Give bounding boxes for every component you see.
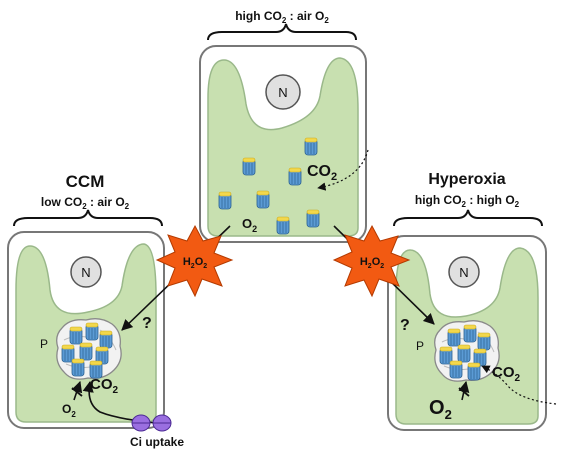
right-cell: Hyperoxia high CO2 : high O2 N P ? CO2 O… — [387, 171, 557, 431]
right-condition: high CO2 : high O2 — [415, 193, 520, 209]
left-rubisco — [99, 330, 113, 349]
top-co2-label: CO2 — [307, 163, 337, 183]
top-condition: high CO2 : air O2 — [235, 9, 329, 25]
left-rubisco — [71, 358, 85, 377]
left-title: CCM — [66, 172, 105, 191]
left-cell: CCM low CO2 : air O2 N P ? CO2 O2 Ci upt… — [7, 172, 184, 449]
right-h2o2-label: H2O2 — [360, 256, 384, 270]
top-cell: high CO2 : air O2 N CO2 O2 — [199, 9, 369, 243]
right-co2-label: CO2 — [492, 364, 521, 384]
right-o2-label: O2 — [429, 397, 452, 422]
left-condition: low CO2 : air O2 — [41, 195, 130, 211]
top-o2-label: O2 — [242, 216, 257, 234]
left-rubisco — [69, 326, 83, 345]
top-rubisco — [304, 137, 318, 156]
left-nucleus — [70, 256, 102, 288]
right-brace — [393, 209, 543, 227]
top-chloroplast — [207, 57, 359, 237]
left-h2o2-label: H2O2 — [183, 256, 207, 270]
right-co2-diffusion-arrow — [481, 365, 557, 405]
right-rubisco — [467, 362, 481, 381]
top-brace — [207, 23, 357, 41]
left-rubisco — [79, 342, 93, 361]
left-nucleus-label: N — [81, 265, 90, 280]
top-co2-diffusion-arrow — [317, 149, 369, 191]
right-title: Hyperoxia — [428, 171, 505, 188]
top-nucleus-label: N — [278, 85, 287, 100]
top-rubisco — [276, 216, 290, 235]
right-rubisco — [463, 324, 477, 343]
top-rubisco — [306, 209, 320, 228]
right-question-mark: ? — [400, 317, 410, 334]
left-h2o2-burst: H2O2 — [155, 224, 234, 298]
left-brace — [13, 209, 163, 227]
right-nucleus — [448, 256, 480, 288]
left-rubisco — [85, 322, 99, 341]
top-nucleus — [265, 74, 301, 110]
left-pyrenoid-label: P — [40, 337, 48, 351]
top-rubisco — [288, 167, 302, 186]
left-ci-uptake-label: Ci uptake — [130, 435, 184, 449]
right-rubisco — [447, 328, 461, 347]
left-o2-label: O2 — [62, 402, 76, 419]
top-rubisco — [242, 157, 256, 176]
top-rubisco — [256, 190, 270, 209]
top-rubisco — [218, 191, 232, 210]
right-h2o2-burst: H2O2 — [332, 224, 411, 298]
right-nucleus-label: N — [459, 265, 468, 280]
right-pyrenoid-label: P — [416, 339, 424, 353]
right-rubisco — [477, 332, 491, 351]
left-question-mark: ? — [142, 315, 152, 332]
right-rubisco — [449, 360, 463, 379]
left-co2-label: CO2 — [90, 376, 119, 396]
right-rubisco — [457, 344, 471, 363]
